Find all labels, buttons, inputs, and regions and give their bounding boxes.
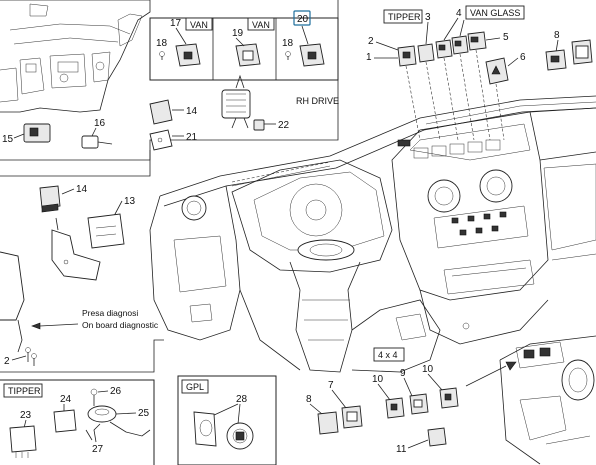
callout-26: 26	[110, 386, 122, 397]
callout-9: 9	[400, 368, 406, 379]
van-label-2: VAN	[252, 20, 270, 30]
inset-dashboard-overview	[0, 0, 151, 113]
callout-15: 15	[2, 134, 14, 145]
callout-25: 25	[138, 408, 150, 419]
callout-2: 2	[368, 36, 374, 47]
bottom-switches: 8 7 4 x 4 9 10 10 11	[306, 335, 596, 465]
callout-6: 6	[520, 52, 526, 63]
callout-7: 7	[328, 380, 334, 391]
presa-diagnosi-label: Presa diagnosi	[82, 308, 138, 318]
callout-8: 8	[306, 394, 312, 405]
callout-19: 19	[232, 28, 244, 39]
callout-17: 17	[170, 18, 182, 29]
callout-22: 22	[278, 120, 290, 131]
gpl-box: GPL 28	[177, 375, 277, 465]
section-divider	[0, 0, 339, 161]
callout-28: 28	[236, 394, 248, 405]
van-glass-label: VAN GLASS	[470, 8, 520, 18]
callout-14-a: 14	[186, 106, 198, 117]
main-dashboard	[149, 95, 596, 373]
rh-drive-label: RH DRIVE	[296, 96, 339, 106]
callout-20: 20	[297, 14, 309, 25]
callout-27: 27	[92, 444, 104, 455]
callout-10-a: 10	[372, 374, 384, 385]
callout-21: 21	[186, 132, 198, 143]
part-16-connector: 16	[81, 118, 113, 149]
callout-10-b: 10	[422, 364, 434, 375]
callout-18-b: 18	[282, 38, 294, 49]
callout-3: 3	[425, 12, 431, 23]
callout-5: 5	[503, 32, 509, 43]
tipper-label-bottom: TIPPER	[8, 386, 41, 396]
callout-1: 1	[366, 52, 372, 63]
callout-4: 4	[456, 8, 462, 19]
part-15-switch: 15	[2, 123, 51, 145]
four-by-four-label: 4 x 4	[378, 350, 398, 360]
diagnostic-section: 14 13 Presa diagnosi On board diagnostic…	[0, 150, 164, 373]
callout-23: 23	[20, 410, 32, 421]
callout-24: 24	[60, 394, 72, 405]
on-board-diagnostic-label: On board diagnostic	[82, 320, 159, 330]
callout-16: 16	[94, 118, 106, 129]
tipper-label-top: TIPPER	[388, 12, 421, 22]
callout-14-b: 14	[76, 184, 88, 195]
rh-drive-parts: RH DRIVE 14 21 22	[149, 74, 339, 151]
tipper-relay-box: TIPPER 23 24 26 25 27	[0, 379, 155, 465]
callout-18-a: 18	[156, 38, 168, 49]
van-label-1: VAN	[190, 20, 208, 30]
callout-13: 13	[124, 196, 136, 207]
callout-2-b: 2	[4, 356, 10, 367]
tipper-van-glass-switches: TIPPER 3 4 VAN GLASS 2 1 5 6	[366, 5, 593, 141]
van-variants-box: 17 VAN 19 VAN 20 18 18	[149, 10, 339, 81]
callout-8-top: 8	[554, 30, 560, 41]
callout-11: 11	[396, 444, 407, 455]
gpl-label: GPL	[186, 382, 204, 392]
callout-20-highlight[interactable]	[293, 10, 311, 26]
